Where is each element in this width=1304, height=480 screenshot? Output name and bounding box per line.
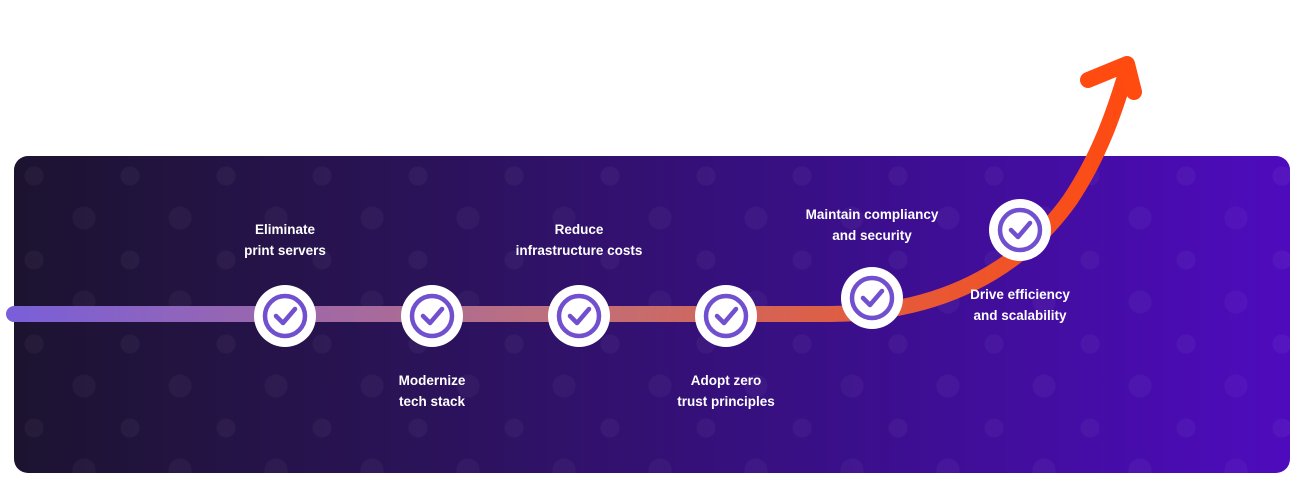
milestone-label: Drive efficiency and scalability — [920, 284, 1120, 326]
milestone-label: Adopt zero trust principles — [626, 370, 826, 412]
milestone-label: Eliminate print servers — [185, 219, 385, 261]
check-circle-icon — [548, 285, 610, 347]
milestone-label-line1: Eliminate — [254, 222, 316, 237]
check-circle-icon — [841, 267, 903, 329]
milestone-label-line1: Reduce — [554, 222, 604, 237]
milestone-label-line1: Adopt zero — [690, 373, 762, 388]
check-circle-icon — [695, 285, 757, 347]
milestone-label: Modernize tech stack — [332, 370, 532, 412]
milestone-label-line2: and security — [832, 228, 912, 243]
milestone-label-line1: Maintain compliancy — [805, 207, 939, 222]
milestone-label-line1: Drive efficiency — [970, 287, 1070, 302]
check-circle-icon — [254, 285, 316, 347]
milestone-label-line2: infrastructure costs — [515, 243, 643, 258]
arrow-up-right-icon — [1080, 56, 1142, 100]
milestone-label-line2: tech stack — [398, 394, 466, 409]
milestone-label: Maintain compliancy and security — [772, 204, 972, 246]
milestone-label-line2: trust principles — [677, 394, 775, 409]
milestone-label-line2: print servers — [244, 243, 326, 258]
milestone-label: Reduce infrastructure costs — [479, 219, 679, 261]
check-circle-icon — [401, 285, 463, 347]
check-circle-icon — [989, 199, 1051, 261]
milestone-label-line2: and scalability — [973, 308, 1067, 323]
milestone-label-line1: Modernize — [398, 373, 466, 388]
progress-track — [6, 62, 1135, 322]
